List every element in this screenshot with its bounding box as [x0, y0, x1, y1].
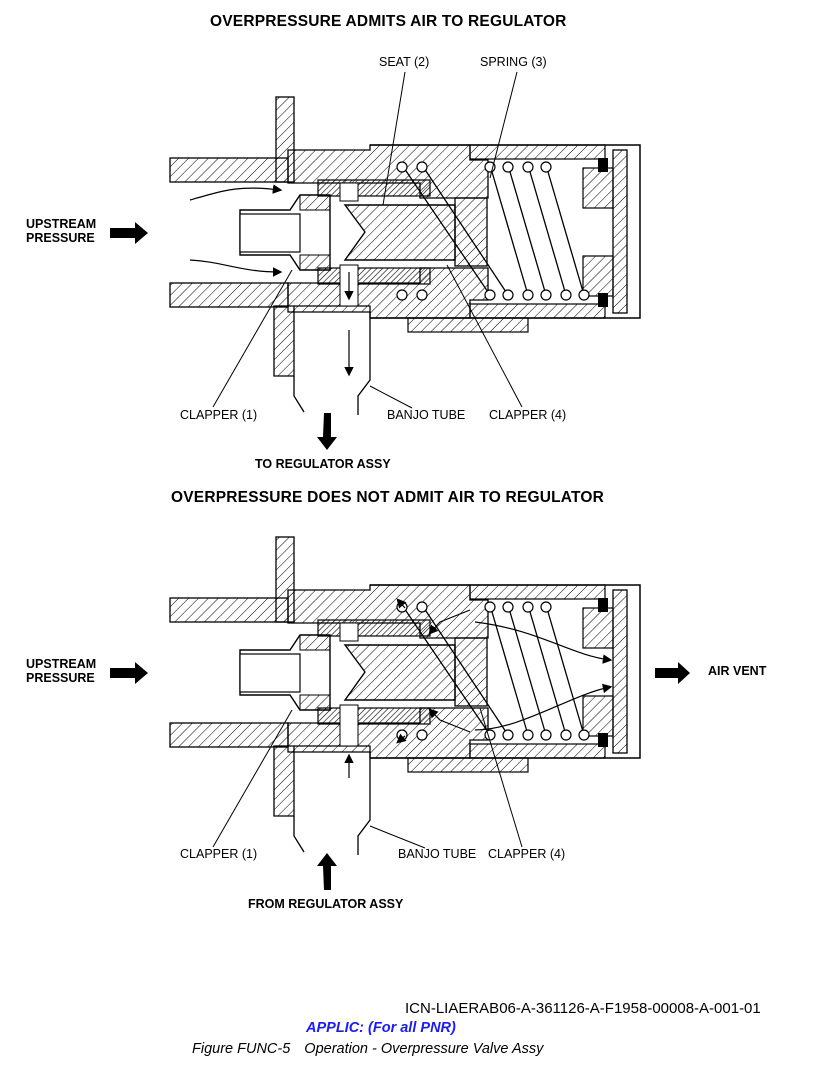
to-regulator-label: TO REGULATOR ASSY	[255, 457, 391, 471]
icn-code: ICN-LIAERAB06-A-361126-A-F1958-00008-A-0…	[405, 1000, 761, 1017]
upstream-line2: PRESSURE	[26, 671, 95, 685]
applic-note: APPLIC: (For all PNR)	[306, 1020, 456, 1036]
valve-diagram-bottom	[110, 536, 690, 890]
upstream-line2: PRESSURE	[26, 231, 95, 245]
to-regulator-arrow	[317, 413, 337, 450]
figure-number: Figure FUNC-5	[192, 1041, 291, 1057]
banjo-tube-label-bottom: BANJO TUBE	[398, 847, 477, 861]
upstream-line1: UPSTREAM	[26, 217, 97, 231]
diagram-title-bottom: OVERPRESSURE DOES NOT ADMIT AIR TO REGUL…	[171, 489, 605, 506]
from-regulator-label: FROM REGULATOR ASSY	[248, 897, 404, 911]
clapper4-label-bottom: CLAPPER (4)	[488, 847, 566, 861]
from-regulator-arrow	[317, 853, 337, 890]
figure-title: Operation - Overpressure Valve Assy	[304, 1041, 544, 1057]
upstream-arrow-top	[110, 222, 148, 244]
clapper4-label-top: CLAPPER (4)	[489, 408, 567, 422]
upstream-arrow-bottom	[110, 662, 148, 684]
upstream-pressure-label-bottom: UPSTREAM PRESSURE	[26, 657, 96, 685]
figure-caption: Figure FUNC-5 Operation - Overpressure Va…	[192, 1041, 543, 1057]
air-vent-arrow	[655, 662, 690, 684]
spring-label: SPRING (3)	[480, 55, 547, 69]
upstream-line1: UPSTREAM	[26, 657, 97, 671]
diagram-title-top: OVERPRESSURE ADMITS AIR TO REGULATOR	[210, 13, 567, 30]
seat-label: SEAT (2)	[379, 55, 430, 69]
clapper1-label-bottom: CLAPPER (1)	[180, 847, 258, 861]
clapper1-label-top: CLAPPER (1)	[180, 408, 258, 422]
upstream-pressure-label-top: UPSTREAM PRESSURE	[26, 217, 96, 245]
valve-diagram-top	[110, 71, 641, 450]
air-vent-label: AIR VENT	[708, 664, 767, 678]
banjo-tube-label-top: BANJO TUBE	[387, 408, 466, 422]
